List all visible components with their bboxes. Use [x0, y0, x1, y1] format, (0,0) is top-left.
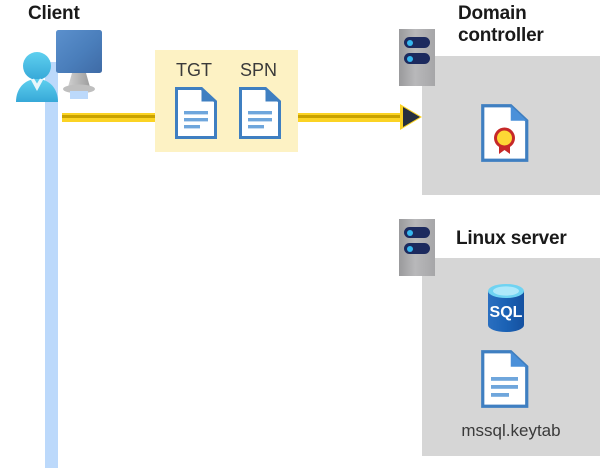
svg-text:SQL: SQL	[490, 304, 523, 321]
rack-bay-icon	[404, 243, 430, 254]
spn-label: SPN	[240, 60, 278, 80]
user-computer-icon	[8, 28, 104, 104]
linux-server-title: Linux server	[456, 228, 567, 249]
keytab-document-icon	[481, 350, 529, 413]
rack-led-icon	[407, 39, 413, 46]
certificate-document-icon	[481, 104, 529, 167]
client-lifeline	[45, 62, 58, 468]
rack-led-icon	[407, 229, 413, 236]
sql-database-icon: SQL	[478, 280, 534, 336]
rack-led-icon	[407, 55, 413, 62]
flow-line-segment-left	[62, 113, 158, 122]
keytab-file-label: mssql.keytab	[461, 421, 561, 440]
spn-document-icon	[239, 87, 281, 144]
rack-bay-icon	[404, 37, 430, 48]
rack-bay-icon	[404, 227, 430, 238]
flow-line-segment-right	[294, 113, 406, 122]
rack-bay-icon	[404, 53, 430, 64]
linux-server-rack-icon	[399, 219, 435, 276]
tgt-document-icon	[175, 87, 217, 144]
dc-title-line-2: controller	[458, 25, 544, 47]
arrow-head-icon	[403, 107, 420, 127]
rack-led-icon	[407, 245, 413, 252]
token-highlight-box: TGT SPN	[155, 50, 298, 152]
client-title: Client	[28, 3, 80, 24]
domain-controller-server-rack-icon	[399, 29, 435, 86]
tgt-label: TGT	[176, 60, 212, 80]
dc-title-line-1: Domain	[458, 3, 527, 24]
